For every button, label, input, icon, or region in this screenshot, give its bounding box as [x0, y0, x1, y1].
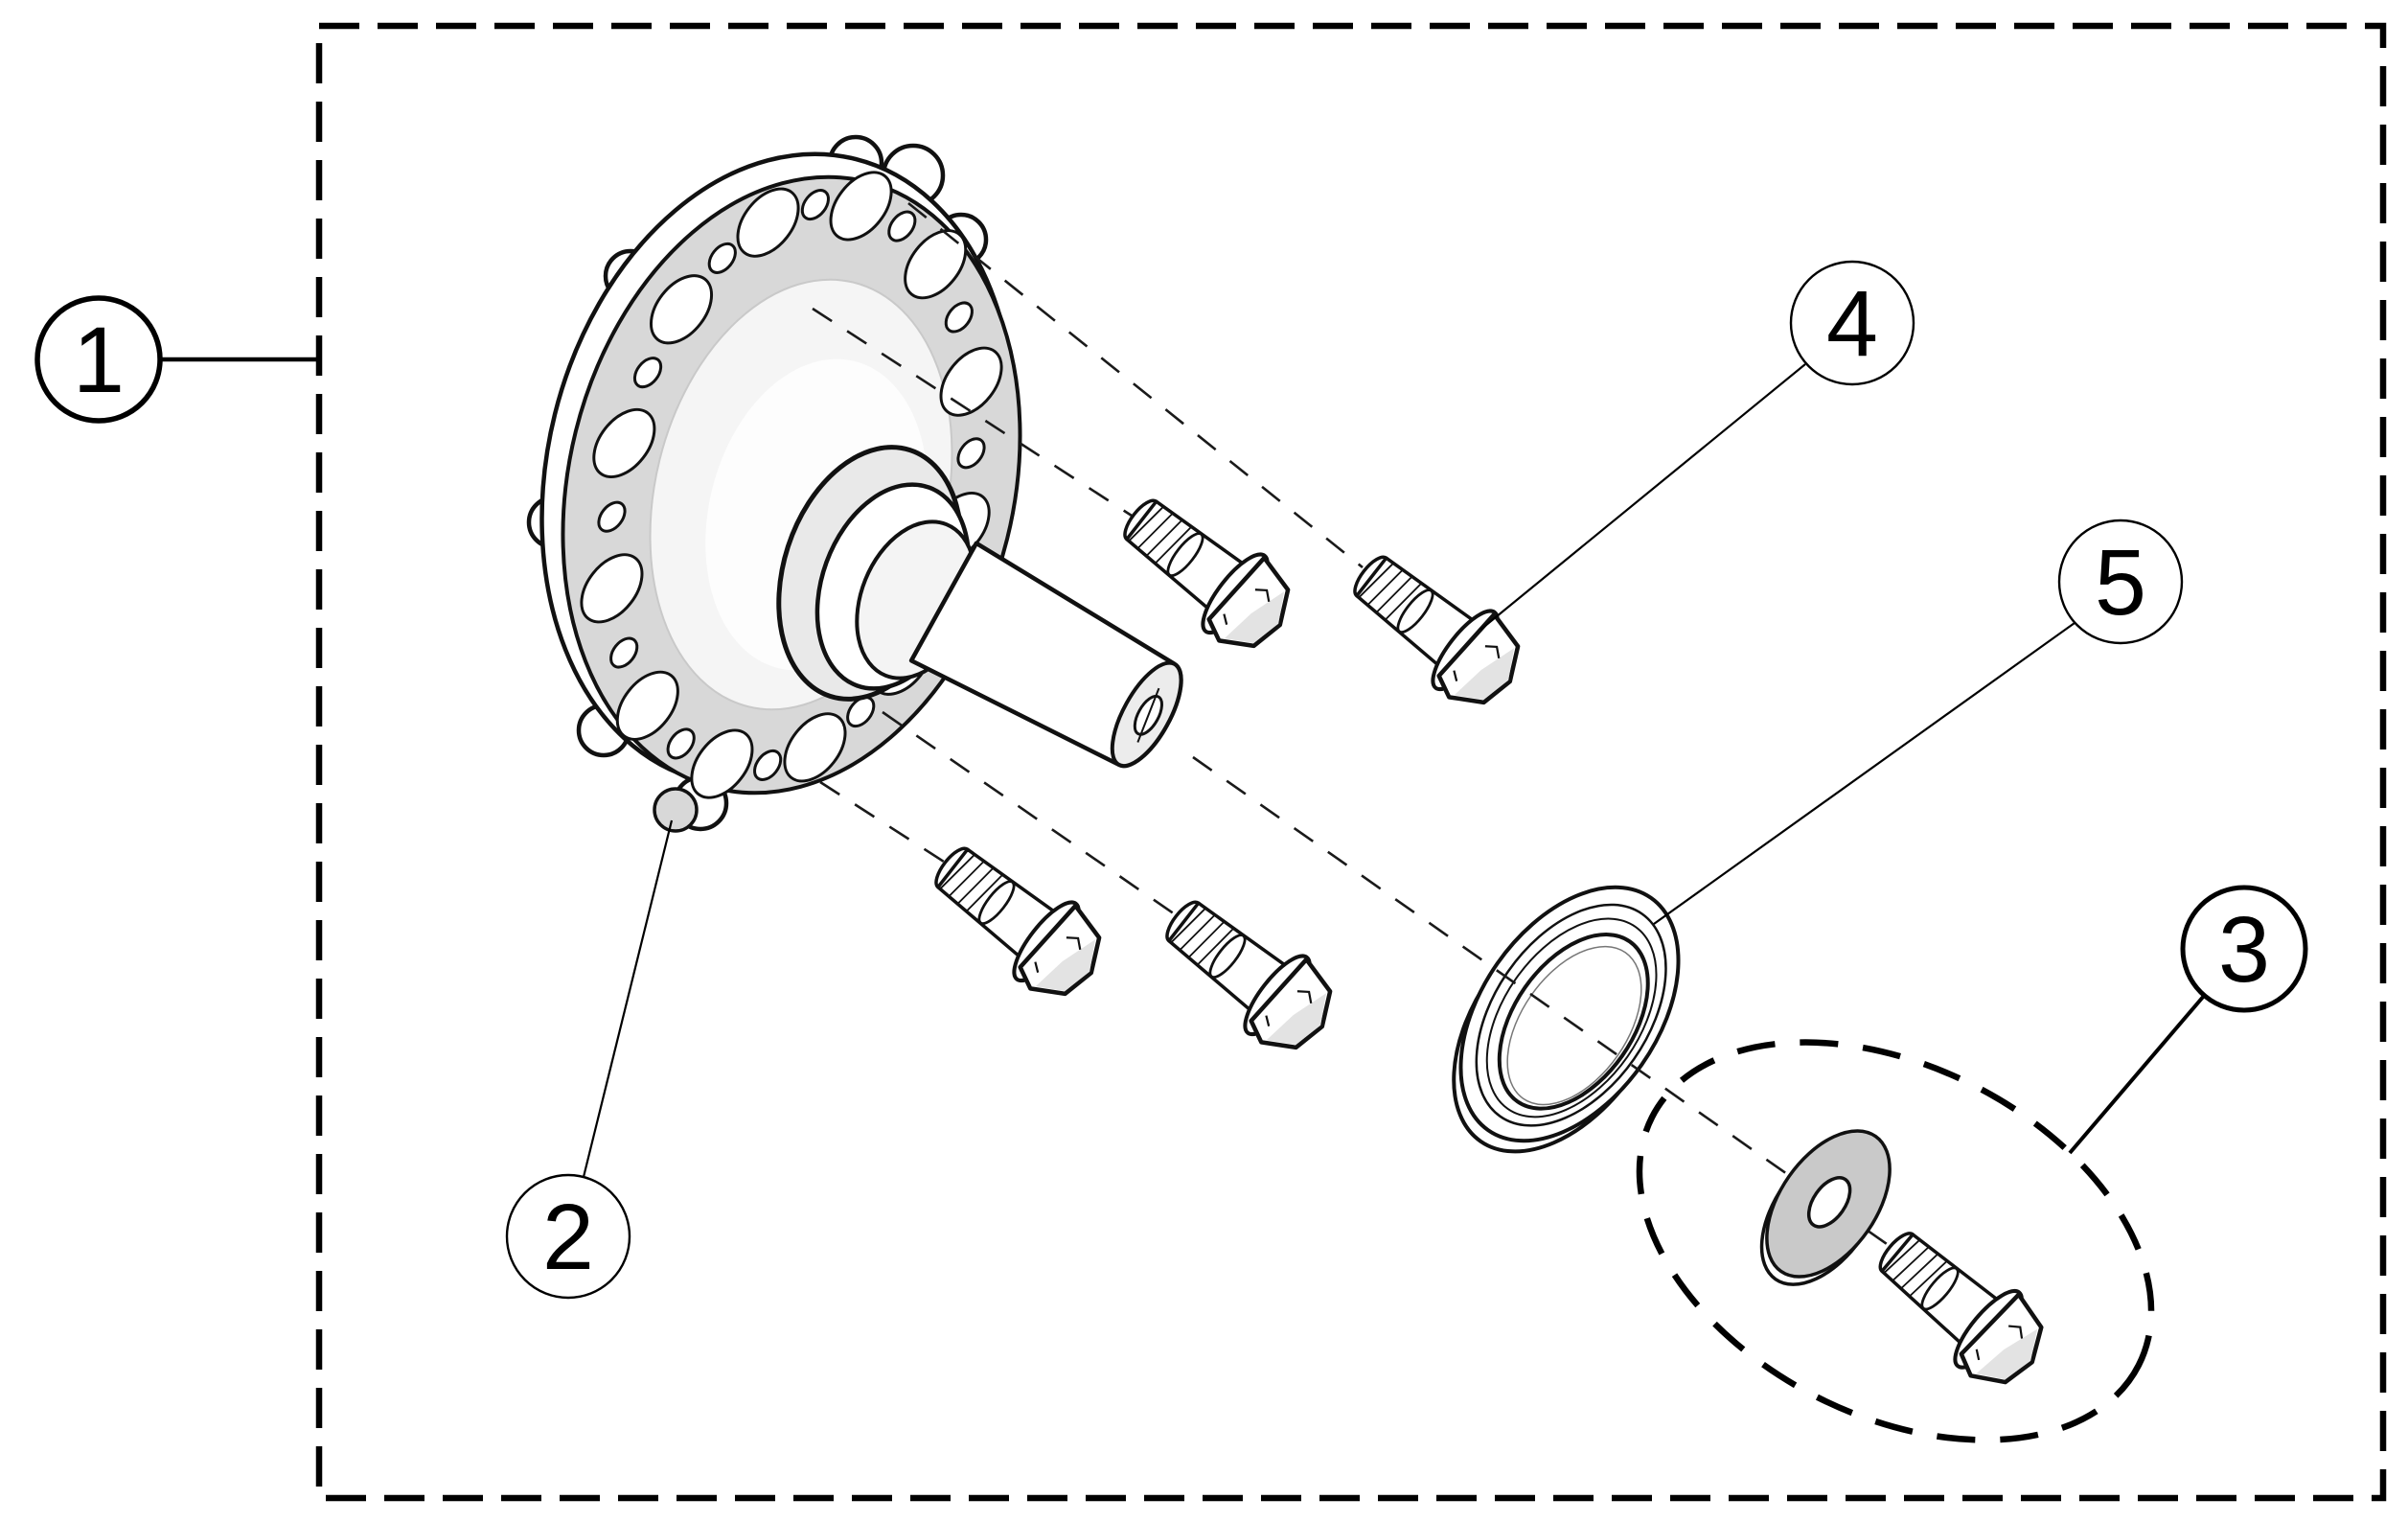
callout-1-badge: [34, 295, 163, 424]
flange-bolt-lower-left: [916, 824, 1119, 1012]
hardware-group-ellipse: [1636, 1039, 2155, 1443]
callout-4-label: 4: [1826, 271, 1878, 376]
hub-spindle: [908, 541, 1183, 769]
assembly-boundary-box: [315, 22, 2387, 1502]
callout-2: 2: [505, 819, 674, 1300]
flange-bolt-upper-left: [1105, 476, 1308, 664]
callout-2-leader: [582, 819, 674, 1178]
callout-2-badge: [505, 1173, 631, 1300]
callout-3: 3: [2068, 885, 2308, 1155]
hub-bottom-tab: [653, 787, 699, 833]
seal-washer-axis-line: [1192, 755, 1891, 1248]
flange-bolt-upper-right: [1335, 533, 1538, 721]
assembly-axis-lines: [812, 201, 1364, 916]
callout-4: 4: [1479, 260, 1915, 631]
callout-5: 5: [1653, 519, 2184, 925]
callout-3-label: 3: [2218, 897, 2270, 1002]
hub-flange-part: [526, 134, 1022, 833]
callout-3-badge: [2180, 885, 2308, 1013]
callout-5-label: 5: [2095, 530, 2146, 634]
seal-ring-part: [1452, 885, 1681, 1154]
flange-bolt-lower-right: [1147, 878, 1350, 1066]
washer-part: [1759, 1129, 1892, 1286]
callout-5-badge: [2057, 519, 2184, 645]
callout-1-label: 1: [73, 308, 125, 412]
callout-5-leader: [1653, 622, 2075, 925]
callout-3-leader: [2068, 994, 2206, 1155]
callout-2-label: 2: [542, 1185, 594, 1289]
callout-4-badge: [1789, 260, 1915, 386]
callout-1: 1: [34, 295, 319, 424]
group-flange-bolt: [1859, 1210, 2061, 1400]
callout-4-leader: [1479, 363, 1806, 631]
